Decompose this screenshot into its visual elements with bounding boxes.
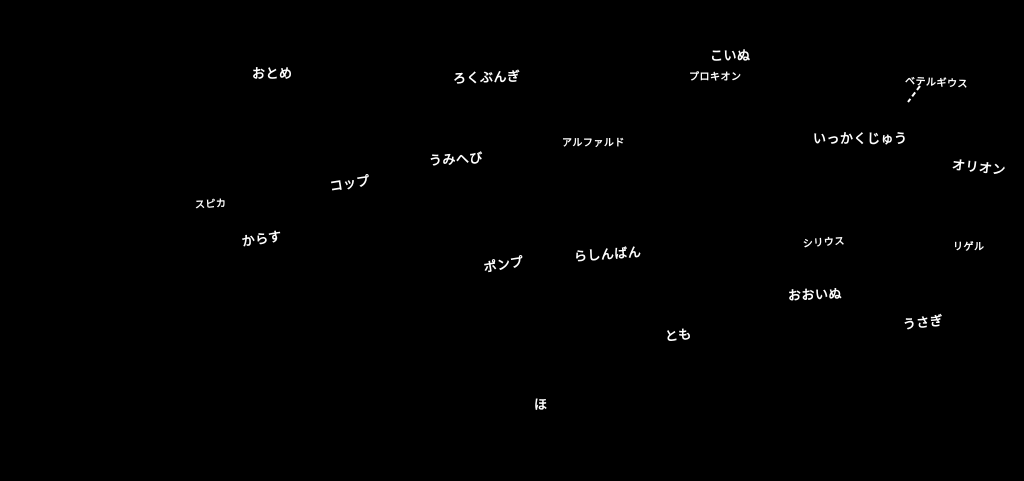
constellation-label-otome: おとめ bbox=[252, 67, 293, 82]
constellation-label-ooinu: おおいぬ bbox=[787, 287, 843, 304]
constellation-label-tomo: とも bbox=[664, 327, 693, 345]
betelgeuse-pointer-dashed-leader-line bbox=[907, 85, 921, 103]
constellation-label-koinu: こいぬ bbox=[710, 49, 751, 64]
constellation-label-koppu: コップ bbox=[328, 173, 372, 195]
constellation-label-ponpu: ポンプ bbox=[482, 254, 525, 276]
constellation-label-usagi: うさぎ bbox=[902, 313, 945, 333]
constellation-label-orion: オリオン bbox=[951, 158, 1007, 179]
star-label-spica: スピカ bbox=[194, 198, 227, 211]
star-label-rigel: リゲル bbox=[953, 242, 985, 253]
constellation-label-ikkakujuu: いっかくじゅう bbox=[813, 132, 908, 147]
star-label-procyon: プロキオン bbox=[689, 72, 742, 83]
star-label-alphard: アルファルド bbox=[562, 138, 625, 149]
constellation-label-umihebi: うみへび bbox=[428, 151, 484, 169]
constellation-label-karasu: からす bbox=[240, 229, 283, 250]
star-label-sirius: シリウス bbox=[802, 236, 846, 250]
constellation-label-ho: ほ bbox=[534, 398, 548, 413]
constellation-label-rokubungi: ろくぶんぎ bbox=[452, 69, 521, 87]
constellation-label-rashinban: らしんばん bbox=[573, 245, 642, 265]
